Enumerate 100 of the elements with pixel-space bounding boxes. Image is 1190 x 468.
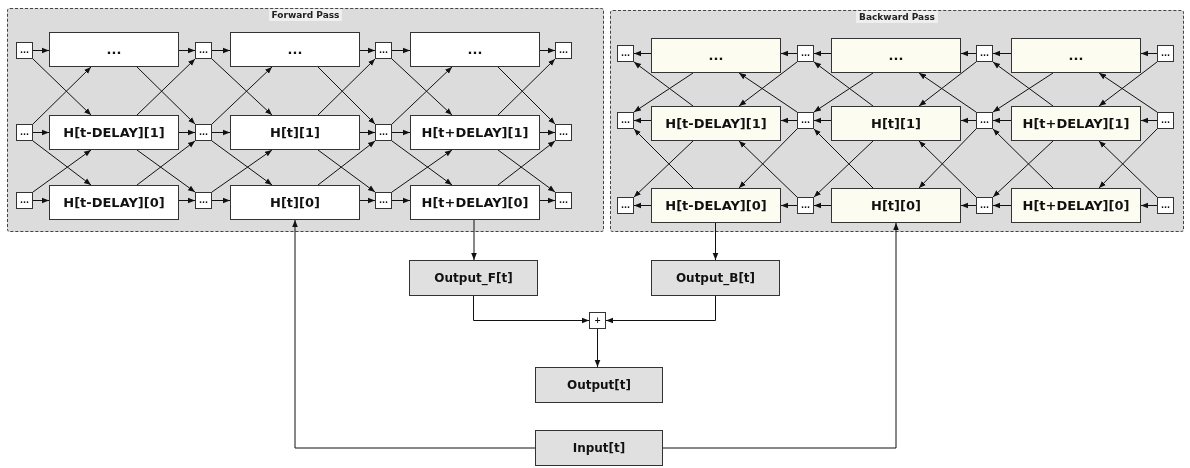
arrow — [317, 58, 376, 116]
arrow — [32, 149, 92, 193]
arrow — [178, 129, 196, 136]
ellipsis-box: ... — [375, 192, 392, 209]
arrow — [738, 61, 798, 107]
arrow — [813, 140, 874, 198]
arrow — [633, 50, 652, 57]
ellipsis-box: ... — [195, 192, 212, 209]
arrow — [992, 128, 1054, 189]
arrow — [292, 219, 536, 449]
output-box: Output[t] — [535, 367, 663, 403]
arrow — [359, 197, 376, 204]
ellipsis-box: ... — [16, 42, 33, 59]
arrow — [391, 140, 453, 186]
arrow — [471, 219, 477, 261]
arrow — [633, 117, 652, 124]
arrow — [918, 128, 977, 189]
arrow — [391, 58, 453, 116]
arrow — [211, 197, 231, 204]
arrow — [992, 61, 1054, 107]
ellipsis-box: ... — [797, 197, 814, 214]
arrow — [211, 58, 273, 116]
ellipsis-box: ... — [617, 112, 634, 129]
state-box: H[t+DELAY][1] — [410, 115, 540, 150]
sum-node: + — [589, 312, 606, 329]
ellipsis-box: ... — [555, 192, 572, 209]
arrow — [391, 129, 411, 136]
ellipsis-box: ... — [16, 124, 33, 141]
arrow — [605, 295, 716, 324]
arrow — [497, 66, 556, 125]
arrow — [359, 129, 376, 136]
state-box: H[t][0] — [230, 185, 360, 220]
ellipsis-box: ... — [1157, 112, 1174, 129]
arrow — [1098, 61, 1158, 107]
arrow — [662, 222, 899, 449]
arrow — [539, 197, 556, 204]
arrow — [391, 66, 453, 125]
arrow — [497, 58, 556, 116]
arrow — [32, 47, 50, 54]
state-box: ... — [651, 38, 781, 73]
arrow — [633, 128, 694, 189]
arrow — [391, 47, 411, 54]
arrow — [211, 66, 273, 125]
ellipsis-box: ... — [16, 192, 33, 209]
arrow — [136, 140, 196, 186]
ellipsis-box: ... — [976, 197, 993, 214]
arrow — [497, 149, 556, 193]
arrow — [136, 58, 196, 116]
arrow — [178, 197, 196, 204]
arrow — [738, 72, 798, 113]
arrow — [780, 117, 798, 124]
ellipsis-box: ... — [195, 124, 212, 141]
arrow — [539, 129, 556, 136]
arrow — [317, 140, 376, 186]
arrow — [992, 140, 1054, 198]
state-box: H[t][1] — [831, 106, 961, 141]
arrow — [32, 129, 50, 136]
pass-panel — [7, 8, 604, 232]
arrow — [813, 128, 874, 189]
state-box: H[t+DELAY][1] — [1011, 106, 1141, 141]
arrow — [738, 140, 798, 198]
output-box: Output_F[t] — [409, 260, 538, 296]
arrow — [32, 140, 92, 186]
output-box: Output_B[t] — [651, 260, 780, 296]
arrow — [738, 128, 798, 189]
arrow — [992, 72, 1054, 113]
arrow — [473, 295, 590, 324]
ellipsis-box: ... — [1157, 45, 1174, 62]
arrow — [780, 50, 798, 57]
arrow — [1140, 50, 1158, 57]
pass-panel — [610, 10, 1184, 232]
arrow — [359, 47, 376, 54]
arrow — [813, 117, 832, 124]
arrow — [633, 140, 694, 198]
state-box: ... — [410, 32, 540, 67]
state-box: H[t-DELAY][0] — [651, 188, 781, 223]
arrow — [633, 202, 652, 209]
arrow — [780, 202, 798, 209]
arrow — [497, 140, 556, 186]
ellipsis-box: ... — [976, 45, 993, 62]
arrow — [992, 117, 1012, 124]
arrow — [1098, 72, 1158, 113]
ellipsis-box: ... — [976, 112, 993, 129]
arrow — [317, 66, 376, 125]
arrow — [317, 149, 376, 193]
arrow — [594, 328, 601, 368]
arrow — [992, 202, 1012, 209]
state-box: ... — [49, 32, 179, 67]
arrow — [1140, 202, 1158, 209]
arrow — [1140, 117, 1158, 124]
state-box: H[t+DELAY][0] — [1011, 188, 1141, 223]
state-box: ... — [831, 38, 961, 73]
state-box: H[t][1] — [230, 115, 360, 150]
state-box: H[t-DELAY][1] — [49, 115, 179, 150]
state-box: H[t-DELAY][1] — [651, 106, 781, 141]
arrow — [211, 47, 231, 54]
arrow — [633, 61, 694, 107]
arrow — [1098, 140, 1158, 198]
state-box: H[t+DELAY][0] — [410, 185, 540, 220]
arrow — [32, 66, 92, 125]
